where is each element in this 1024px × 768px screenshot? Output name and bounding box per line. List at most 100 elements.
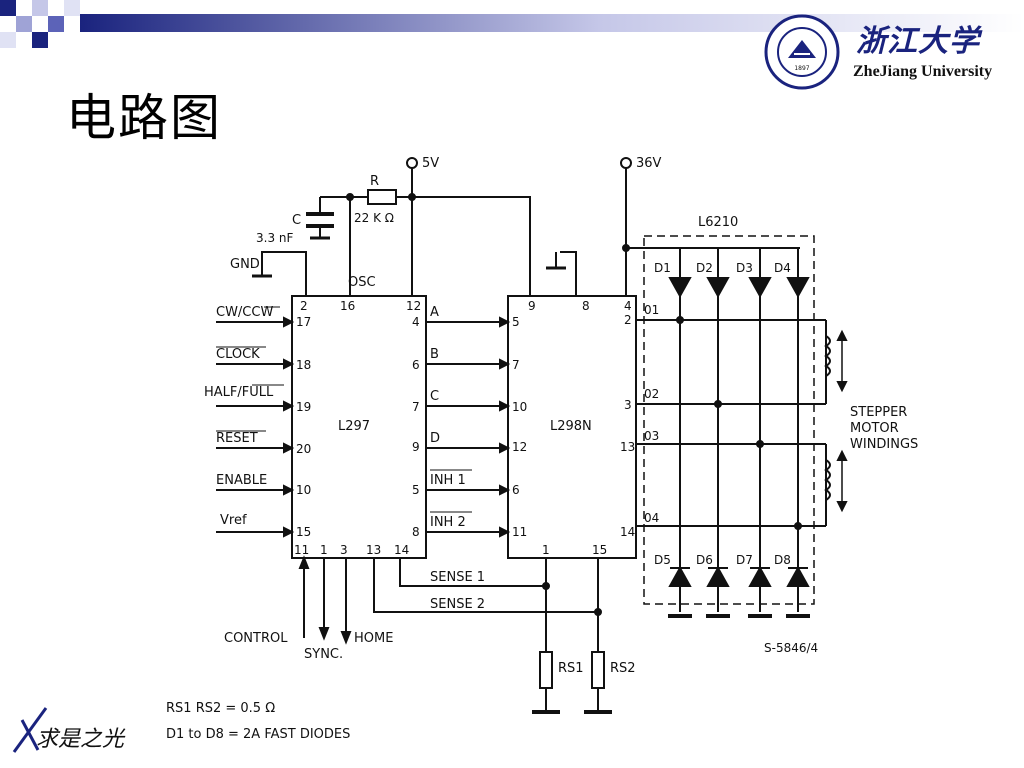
cap-value: 3.3 nF (256, 231, 294, 245)
signal-lines (426, 316, 511, 538)
l297-pin: 20 (296, 442, 311, 456)
l6210-label: L6210 (698, 215, 738, 230)
l297-label: L297 (338, 419, 370, 434)
l298n-label: L298N (550, 419, 592, 434)
university-name-en: ZheJiang University (853, 63, 993, 80)
calligraphy-logo: 求是之光 (12, 707, 126, 753)
motor-winding-2 (824, 459, 831, 501)
l298n-pin: 9 (528, 299, 536, 313)
diode-label: D4 (774, 261, 791, 275)
l297-pin: 3 (340, 543, 348, 557)
resistor-r (367, 189, 397, 205)
l297-pin: 10 (296, 483, 311, 497)
signal-c: C (430, 389, 439, 404)
note-diodes: D1 to D8 = 2A FAST DIODES (166, 727, 350, 742)
l297-pin: 8 (412, 525, 420, 539)
ref-code: S-5846/4 (764, 641, 818, 655)
supply-36v-label: 36V (636, 156, 662, 171)
motor-label-1: STEPPER (850, 405, 907, 420)
supply-36v-terminal (620, 157, 632, 169)
signal-b: B (430, 347, 439, 362)
l298n-pin: 8 (582, 299, 590, 313)
gnd-label: GND (230, 257, 260, 272)
l298n-pin: 1 (542, 543, 550, 557)
resistor-label: R (370, 174, 379, 189)
slide-title: 电路图 (66, 89, 222, 147)
l297-pin: 2 (300, 299, 308, 313)
l298n-pin: 7 (512, 358, 520, 372)
l297-pin: 18 (296, 358, 311, 372)
university-name-cn: 浙江大学 (856, 24, 980, 59)
l297-pin: 14 (394, 543, 409, 557)
signal-inh2: INH 2 (430, 515, 466, 530)
l297-pin: 13 (366, 543, 381, 557)
sync-label: SYNC. (304, 647, 343, 662)
signal-d: D (430, 431, 440, 446)
l298n-pin: 3 (624, 398, 632, 412)
l297-pin: 5 (412, 483, 420, 497)
rs1-label: RS1 (558, 661, 584, 676)
l297-chip (291, 295, 427, 559)
input-enable: ENABLE (216, 473, 267, 488)
university-seal-icon: 1897 (764, 14, 840, 90)
l298n-chip (507, 295, 637, 559)
input-clock: CLOCK (216, 347, 260, 362)
sense1-label: SENSE 1 (430, 570, 485, 585)
l297-pin: 6 (412, 358, 420, 372)
diode-bridge (668, 248, 810, 618)
circuit-diagram: L297 L298N 5V R 22 K Ω OSC C 3.3 nF GND … (166, 156, 918, 742)
motor-label-2: MOTOR (850, 421, 899, 436)
sense2-label: SENSE 2 (430, 597, 485, 612)
diode-label: D2 (696, 261, 713, 275)
l298n-pin: 13 (620, 440, 635, 454)
osc-label: OSC (348, 275, 376, 290)
resistor-value: 22 K Ω (354, 211, 394, 225)
diode-label: D1 (654, 261, 671, 275)
l298n-pin: 6 (512, 483, 520, 497)
output-lines (636, 316, 826, 530)
home-label: HOME (354, 631, 393, 646)
l297-pin: 7 (412, 400, 420, 414)
l297-pin: 12 (406, 299, 421, 313)
rs1-resistor (539, 651, 553, 689)
diode-label: D8 (774, 553, 791, 567)
control-label: CONTROL (224, 631, 288, 646)
rs2-label: RS2 (610, 661, 636, 676)
input-lines (216, 316, 295, 538)
seal-year: 1897 (794, 65, 809, 72)
rs2-resistor (591, 651, 605, 689)
motor-winding-1 (824, 335, 831, 377)
l298n-pin: 4 (624, 299, 632, 313)
l6210-box (643, 235, 815, 605)
supply-5v-terminal (406, 157, 418, 169)
supply-5v-label: 5V (422, 156, 439, 171)
signal-a: A (430, 305, 439, 320)
l297-pin: 4 (412, 315, 420, 329)
l298n-pin: 12 (512, 440, 527, 454)
l297-pin: 17 (296, 315, 311, 329)
input-vref: Vref (220, 513, 247, 528)
output-label: 02 (644, 387, 659, 401)
l298n-pin: 2 (624, 313, 632, 327)
note-rs: RS1 RS2 = 0.5 Ω (166, 701, 275, 716)
l298n-pin: 10 (512, 400, 527, 414)
l297-pin: 16 (340, 299, 355, 313)
diode-label: D7 (736, 553, 753, 567)
l297-pin: 9 (412, 440, 420, 454)
input-cw-ccw: CW/CCW (216, 305, 273, 320)
signal-inh1: INH 1 (430, 473, 466, 488)
diode-label: D5 (654, 553, 671, 567)
motor-label-3: WINDINGS (850, 437, 918, 452)
l298n-pin: 15 (592, 543, 607, 557)
output-label: 04 (644, 511, 659, 525)
diode-label: D6 (696, 553, 713, 567)
input-reset: RESET (216, 431, 258, 446)
diode-label: D3 (736, 261, 753, 275)
l297-pin: 1 (320, 543, 328, 557)
input-half-full: HALF/FULL (204, 385, 274, 400)
l298n-pin: 14 (620, 525, 635, 539)
l298n-pin: 5 (512, 315, 520, 329)
l297-pin: 15 (296, 525, 311, 539)
l297-pin: 19 (296, 400, 311, 414)
cap-label: C (292, 213, 301, 228)
